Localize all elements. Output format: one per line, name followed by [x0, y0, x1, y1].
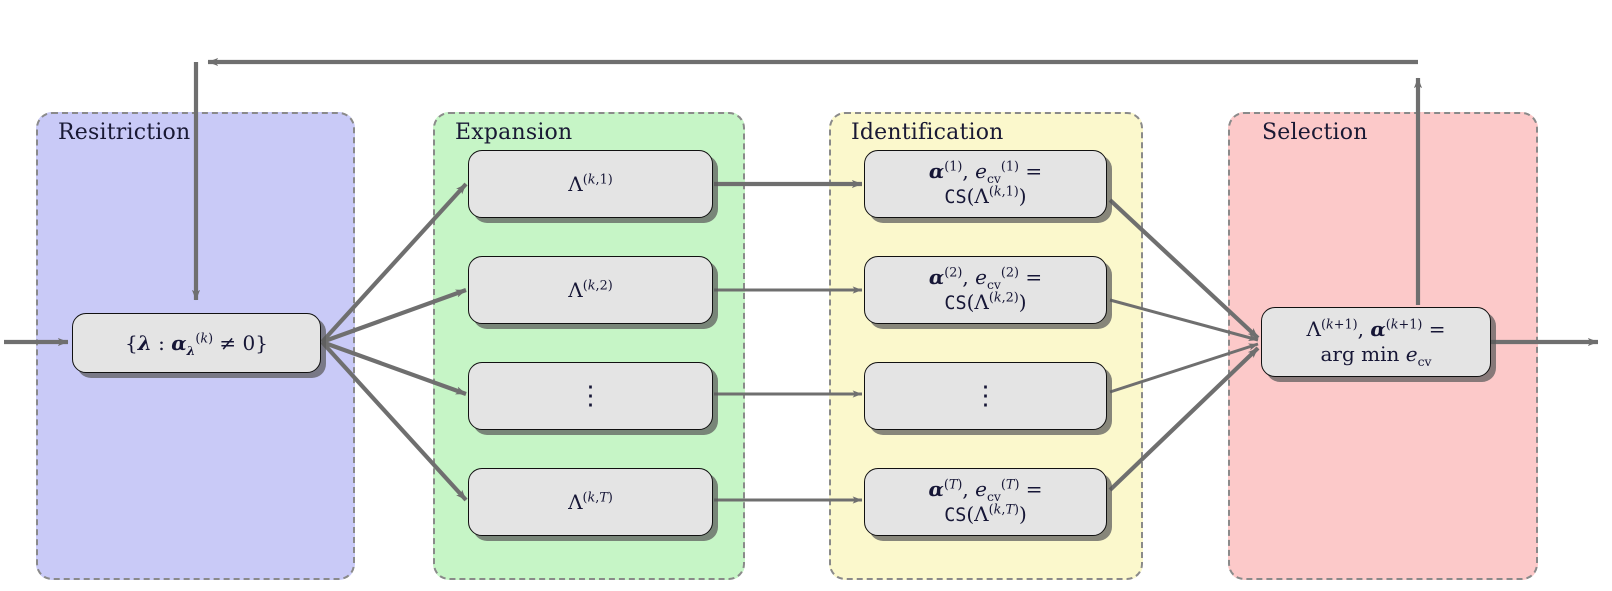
node-lambda-k2-label: Λ(k,2) [568, 277, 613, 302]
node-lambda-vdots-label: ⋮ [577, 381, 604, 411]
node-cs-vdots: ⋮ [864, 362, 1107, 430]
node-lambda-support: {λ : αλ(k) ≠ 0} [72, 313, 321, 373]
node-lambda-vdots: ⋮ [468, 362, 713, 430]
stage-title-identification: Identification [851, 120, 1004, 145]
stage-title-expansion: Expansion [455, 120, 573, 145]
node-lambda-k1-label: Λ(k,1) [568, 171, 613, 196]
node-cs-T-label: α(T), ecv(T) = CS(Λ(k,T)) [928, 477, 1043, 526]
node-cs-vdots-label: ⋮ [972, 381, 999, 411]
node-lambda-k2: Λ(k,2) [468, 256, 713, 324]
node-cs-2: α(2), ecv(2) = CS(Λ(k,2)) [864, 256, 1107, 324]
node-argmin: Λ(k+1), α(k+1) = arg min ecv [1261, 307, 1491, 377]
node-cs-1: α(1), ecv(1) = CS(Λ(k,1)) [864, 150, 1107, 218]
node-lambda-support-label: {λ : αλ(k) ≠ 0} [125, 330, 268, 358]
node-argmin-label: Λ(k+1), α(k+1) = arg min ecv [1306, 317, 1446, 369]
node-cs-2-label: α(2), ecv(2) = CS(Λ(k,2)) [928, 265, 1043, 314]
node-cs-T: α(T), ecv(T) = CS(Λ(k,T)) [864, 468, 1107, 536]
node-lambda-kT: Λ(k,T) [468, 468, 713, 536]
stage-title-selection: Selection [1262, 120, 1368, 145]
node-lambda-kT-label: Λ(k,T) [568, 489, 613, 514]
stage-title-restriction: Resitriction [58, 120, 191, 145]
node-lambda-k1: Λ(k,1) [468, 150, 713, 218]
node-cs-1-label: α(1), ecv(1) = CS(Λ(k,1)) [928, 159, 1043, 208]
